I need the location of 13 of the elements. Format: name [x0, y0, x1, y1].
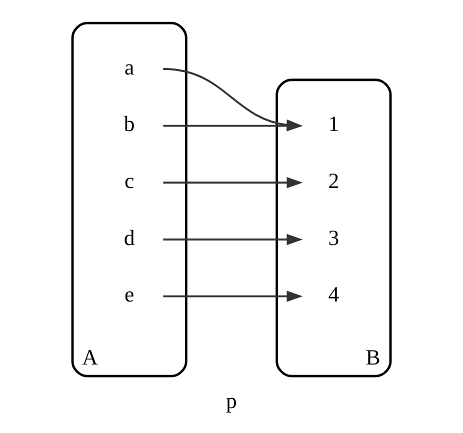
node-text: 2 — [328, 168, 340, 193]
node-text: d — [124, 226, 135, 250]
node-text: 3 — [328, 226, 340, 250]
node-text: c — [124, 168, 134, 193]
node-text: 1 — [328, 112, 340, 136]
node-text: e — [124, 282, 134, 307]
node-text: a — [124, 55, 134, 80]
arrow — [163, 290, 303, 302]
node-text: 4 — [328, 282, 340, 307]
arrow — [163, 177, 303, 188]
arrow — [163, 234, 303, 246]
node-text: b — [124, 112, 135, 136]
caption: p — [226, 389, 237, 414]
